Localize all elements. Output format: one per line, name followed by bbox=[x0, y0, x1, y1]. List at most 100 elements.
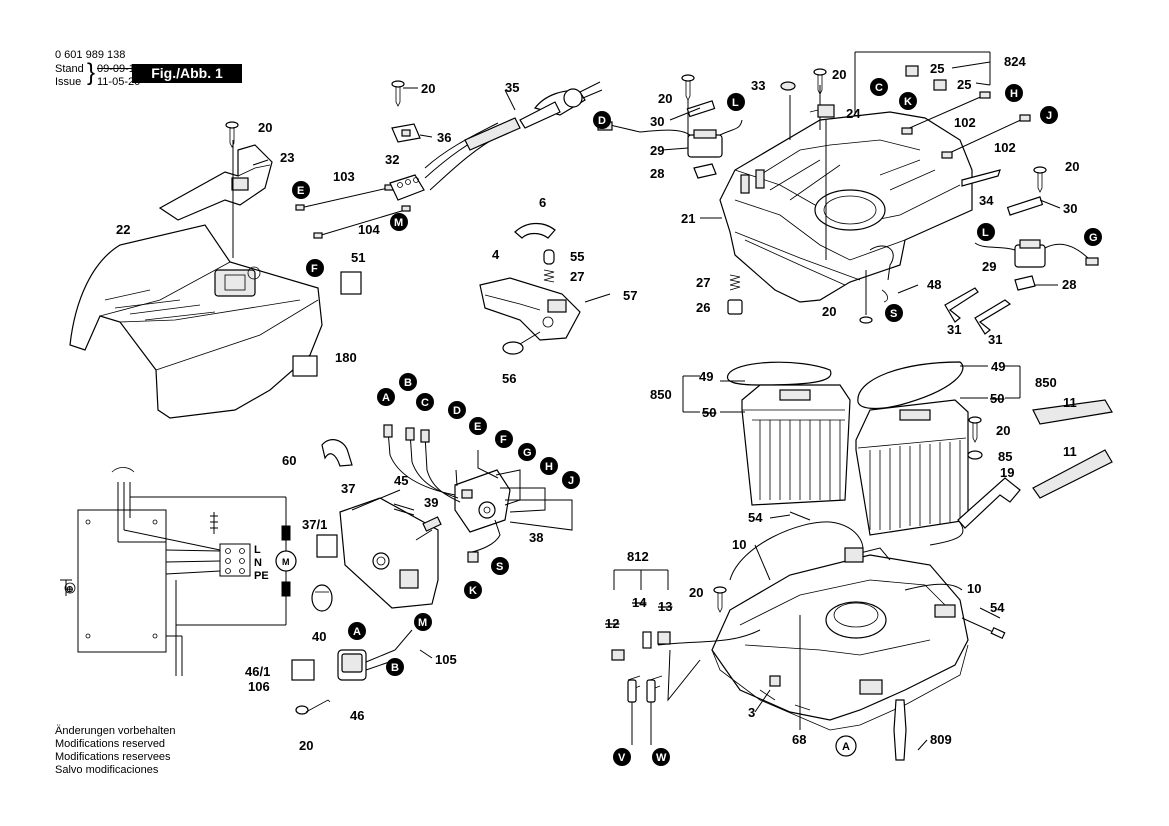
part-label: 48 bbox=[927, 277, 941, 292]
part-label: 37/1 bbox=[302, 517, 327, 532]
part-label: 55 bbox=[570, 249, 584, 264]
part-label: 20 bbox=[258, 120, 272, 135]
part-label: 6 bbox=[539, 195, 546, 210]
part-label: 50 bbox=[702, 405, 716, 420]
part-label: 20 bbox=[658, 91, 672, 106]
bolt-56 bbox=[502, 331, 541, 355]
part-label: 34 bbox=[979, 193, 994, 208]
part-label: 24 bbox=[846, 106, 861, 121]
part-label: 85 bbox=[998, 449, 1012, 464]
part-label: 20 bbox=[689, 585, 703, 600]
spring-27b bbox=[729, 274, 741, 291]
clamp-36 bbox=[391, 123, 421, 143]
label-28b bbox=[1014, 275, 1036, 291]
part-label: 812 bbox=[627, 549, 649, 564]
part-label: 57 bbox=[623, 288, 637, 303]
callout-g: G bbox=[523, 447, 532, 459]
callout-d: D bbox=[453, 405, 461, 417]
part-label: 14 bbox=[632, 595, 647, 610]
screw-icon bbox=[295, 699, 331, 715]
part-label: 30 bbox=[1063, 201, 1077, 216]
callout-k: K bbox=[469, 585, 477, 597]
part-label: 850 bbox=[650, 387, 672, 402]
part-label: 21 bbox=[681, 211, 695, 226]
callout-w: W bbox=[656, 752, 667, 764]
part-label: 105 bbox=[435, 652, 457, 667]
circuit-board-38 bbox=[454, 469, 511, 553]
callout-d: D bbox=[598, 115, 606, 127]
part-label: 10 bbox=[732, 537, 746, 552]
part-label: 20 bbox=[299, 738, 313, 753]
part-label: 27 bbox=[570, 269, 584, 284]
wire-harness bbox=[383, 424, 573, 563]
callout-b: B bbox=[404, 377, 412, 389]
part-label: 46 bbox=[350, 708, 364, 723]
part-label: 12 bbox=[605, 616, 619, 631]
cable-102a bbox=[901, 91, 991, 135]
part-label: 60 bbox=[282, 453, 296, 468]
filter-850-left bbox=[726, 361, 851, 506]
part-label: 30 bbox=[650, 114, 664, 129]
clip-48 bbox=[881, 289, 888, 303]
part-label: 56 bbox=[502, 371, 516, 386]
label-plate-180 bbox=[292, 355, 318, 377]
foam-strip-11a bbox=[1032, 399, 1113, 425]
part-label: 49 bbox=[991, 359, 1005, 374]
spring-27 bbox=[543, 269, 555, 283]
part-label: 36 bbox=[437, 130, 451, 145]
handle-part bbox=[158, 144, 273, 221]
leader-lines bbox=[661, 107, 1061, 751]
screw-icon bbox=[813, 68, 827, 95]
filter-850-right bbox=[855, 361, 969, 536]
new-date: 11-05-20 bbox=[97, 76, 141, 88]
callout-h: H bbox=[545, 461, 553, 473]
strip-30b bbox=[1006, 196, 1044, 216]
callout-a: A bbox=[382, 392, 390, 404]
motor-symbol-label: M bbox=[282, 557, 290, 567]
part-label: 850 bbox=[1035, 375, 1057, 390]
callout-s: S bbox=[890, 308, 897, 320]
stand-label: Stand bbox=[55, 63, 84, 75]
part-label: 20 bbox=[421, 81, 435, 96]
washer-85 bbox=[967, 450, 983, 460]
part-label: 50 bbox=[990, 391, 1004, 406]
part-label: 20 bbox=[996, 423, 1010, 438]
part-label: 4 bbox=[492, 247, 500, 262]
part-label: 13 bbox=[658, 599, 672, 614]
part-label: 49 bbox=[699, 369, 713, 384]
callout-l: L bbox=[982, 227, 989, 239]
callout-a: A bbox=[353, 626, 361, 638]
part-label: 22 bbox=[116, 222, 130, 237]
part-label: 29 bbox=[650, 143, 664, 158]
wiring-diagram: ⊕ bbox=[60, 467, 297, 676]
holder-4 bbox=[479, 277, 581, 341]
part-label: 25 bbox=[930, 61, 944, 76]
switch-46 bbox=[337, 629, 413, 681]
issue-label: Issue bbox=[55, 76, 82, 88]
clip-60 bbox=[321, 439, 353, 467]
callout-e: E bbox=[474, 421, 481, 433]
screw-icon bbox=[968, 416, 982, 443]
top-cover-part bbox=[69, 224, 323, 419]
plug-39 bbox=[415, 516, 442, 541]
part-label: 102 bbox=[994, 140, 1016, 155]
screw-icon bbox=[681, 74, 695, 101]
screw-icon bbox=[713, 586, 727, 613]
modification-notes: Änderungen vorbehalten Modifications res… bbox=[55, 725, 175, 777]
callout-v: V bbox=[618, 752, 626, 764]
terminal-block-32 bbox=[389, 174, 425, 201]
washer-33 bbox=[780, 81, 796, 91]
clip-31a bbox=[944, 287, 979, 323]
screw-icon bbox=[859, 270, 873, 324]
plate-37-1 bbox=[316, 534, 338, 558]
svg-text:⊕: ⊕ bbox=[66, 584, 74, 594]
cable-104 bbox=[313, 205, 411, 239]
terminal-label-pe: PE bbox=[254, 570, 269, 582]
callout-f: F bbox=[500, 434, 507, 446]
part-label: 40 bbox=[312, 629, 326, 644]
part-label: 20 bbox=[832, 67, 846, 82]
callout-f: F bbox=[311, 263, 318, 275]
part-label: 45 bbox=[394, 473, 408, 488]
